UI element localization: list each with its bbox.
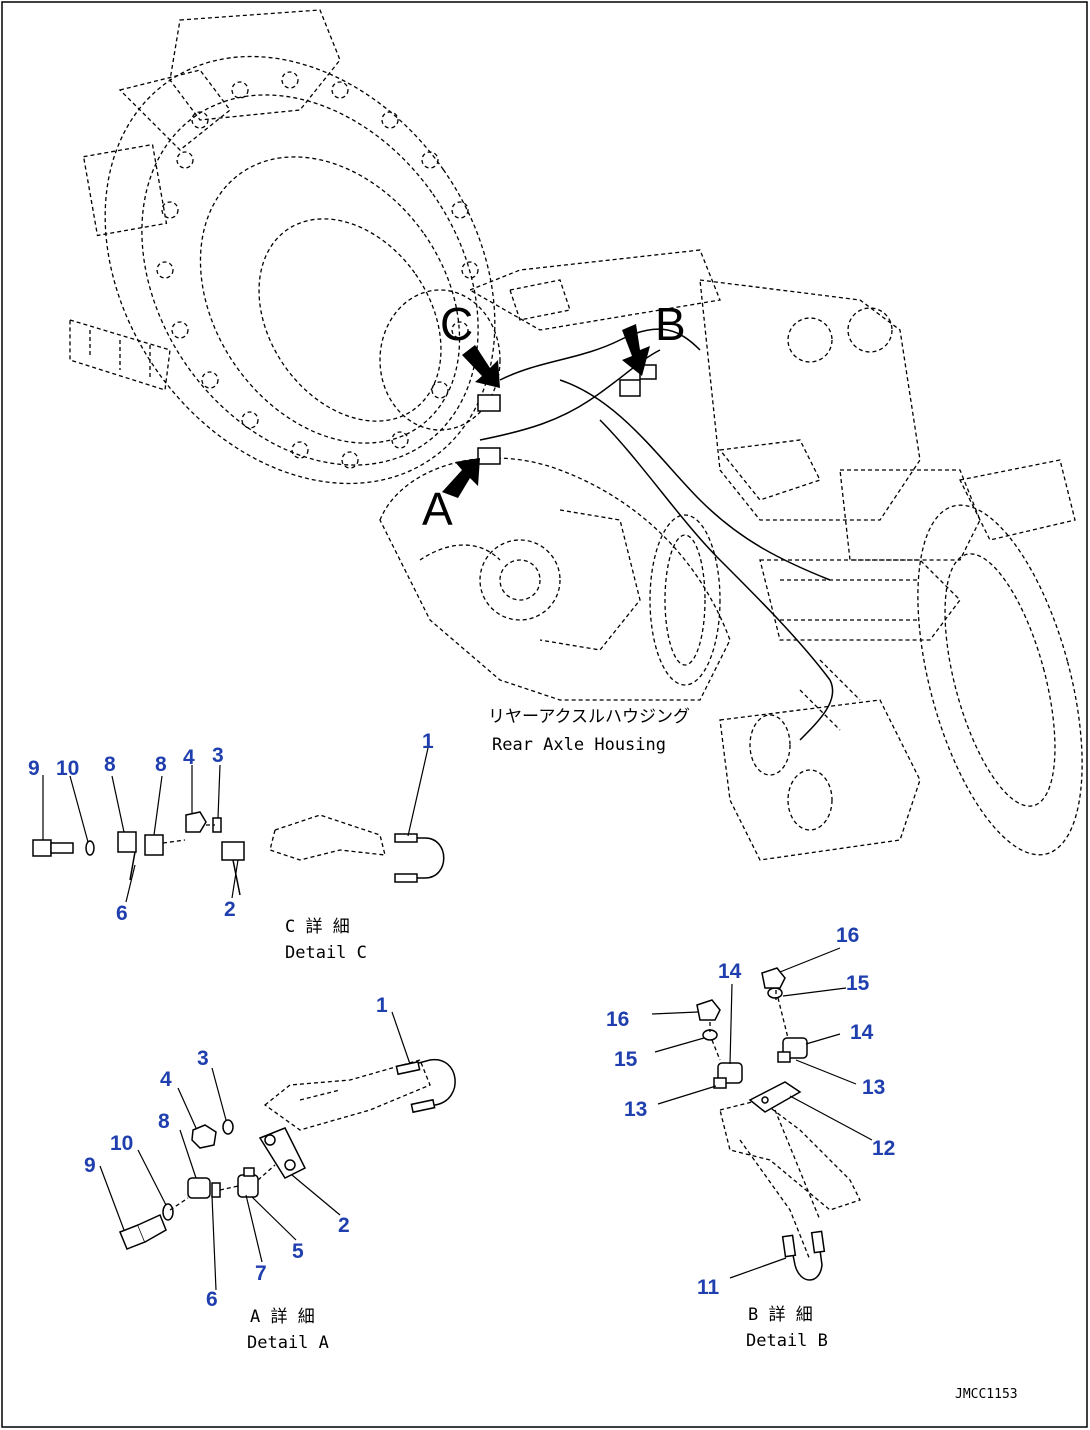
view-pointer-arrows bbox=[442, 324, 650, 498]
callout-a-7: 7 bbox=[255, 1262, 267, 1285]
drawing-code: JMCC1153 bbox=[955, 1387, 1018, 1402]
housing-caption-jp: リヤーアクスルハウジング bbox=[488, 707, 690, 727]
callout-c-1: 1 bbox=[422, 730, 434, 753]
callout-a-10: 10 bbox=[110, 1132, 133, 1155]
arrow-a-icon bbox=[442, 458, 480, 498]
callout-c-8a: 8 bbox=[104, 753, 116, 776]
detail-a-drawing bbox=[119, 1059, 456, 1250]
callout-b-16a: 16 bbox=[836, 924, 859, 947]
detail-a-caption-jp: A 詳 細 bbox=[250, 1307, 315, 1327]
callout-a-9: 9 bbox=[84, 1154, 96, 1177]
callout-c-2: 2 bbox=[224, 898, 236, 921]
detail-b-caption-en: Detail B bbox=[746, 1331, 828, 1351]
view-label-a: A bbox=[422, 483, 453, 535]
view-label-c: C bbox=[440, 298, 473, 350]
callout-b-11: 11 bbox=[697, 1276, 720, 1299]
housing-caption-en: Rear Axle Housing bbox=[492, 735, 666, 755]
callout-c-6: 6 bbox=[116, 902, 128, 925]
callout-a-8: 8 bbox=[158, 1110, 170, 1133]
detail-c-caption-en: Detail C bbox=[285, 943, 367, 963]
callout-b-13b: 13 bbox=[624, 1098, 647, 1121]
callout-a-6: 6 bbox=[206, 1288, 218, 1311]
callout-a-2: 2 bbox=[338, 1214, 350, 1237]
callout-c-3: 3 bbox=[212, 744, 224, 767]
detail-b-caption-jp: B 詳 細 bbox=[748, 1305, 813, 1325]
detail-c-leaders bbox=[42, 747, 429, 903]
callout-a-3: 3 bbox=[197, 1047, 209, 1070]
callout-c-8b: 8 bbox=[155, 753, 167, 776]
detail-c-caption-jp: C 詳 細 bbox=[285, 917, 350, 937]
detail-a-leaders bbox=[99, 1011, 411, 1291]
detail-c-drawing bbox=[32, 811, 445, 896]
callout-a-4: 4 bbox=[160, 1068, 172, 1091]
callout-a-5: 5 bbox=[292, 1240, 304, 1263]
callout-b-15b: 15 bbox=[614, 1048, 638, 1071]
callout-c-9: 9 bbox=[28, 757, 40, 780]
callout-a-1: 1 bbox=[376, 994, 388, 1017]
view-label-b: B bbox=[655, 298, 686, 350]
detail-b-leaders bbox=[651, 947, 873, 1279]
callout-c-4: 4 bbox=[183, 746, 195, 769]
callout-b-15a: 15 bbox=[846, 972, 870, 995]
detail-a-caption-en: Detail A bbox=[247, 1333, 329, 1353]
callout-b-12: 12 bbox=[872, 1137, 895, 1160]
callout-c-10: 10 bbox=[56, 757, 79, 780]
arrow-b-icon bbox=[622, 324, 650, 376]
callout-b-16b: 16 bbox=[606, 1008, 629, 1031]
callout-b-14a: 14 bbox=[718, 960, 742, 983]
arrow-c-icon bbox=[462, 345, 500, 388]
callout-b-14b: 14 bbox=[850, 1021, 874, 1044]
detail-b-drawing bbox=[696, 967, 861, 1281]
callout-b-13a: 13 bbox=[862, 1076, 885, 1099]
